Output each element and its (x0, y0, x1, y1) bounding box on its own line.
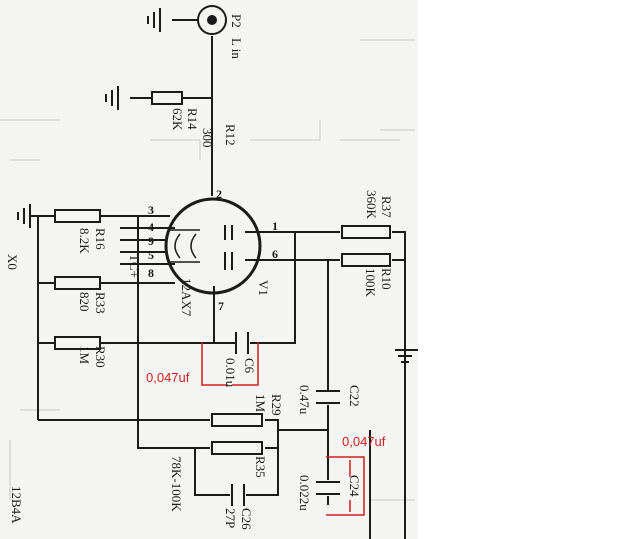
pin-label: 3 (148, 203, 154, 217)
r16-value: 8.2K (77, 228, 92, 254)
r37-ref: R37 (379, 196, 394, 218)
resistor-r33 (54, 276, 101, 290)
r10-value: 100K (363, 268, 378, 298)
c24-ref: C24 (347, 475, 362, 497)
labels: P2 L in R14 62K 300 R12 R16 8.2K R33 820… (5, 14, 394, 530)
c6-ref: C6 (242, 358, 257, 374)
r10-ref: R10 (379, 268, 394, 290)
scanned-paper (0, 0, 418, 539)
c22-ref: C22 (347, 385, 362, 407)
r29-ref: R29 (269, 394, 284, 416)
resistor-r16 (54, 209, 101, 223)
resistor-r37 (341, 225, 391, 239)
tube-v1 (164, 197, 262, 295)
c26-value: 27P (223, 508, 238, 528)
r12-ref: R12 (223, 124, 238, 146)
pin-numbers: 2 3 4 9 5 8 1 6 7 (148, 187, 278, 313)
r35-ref: R35 (253, 456, 268, 478)
r29-value: 1M (253, 394, 268, 413)
ground-icon (17, 204, 38, 228)
r12-value: 300 (200, 128, 215, 148)
resistor-r35 (211, 441, 263, 455)
r35-value: 78K-100K (169, 456, 184, 512)
red-markup (201, 342, 365, 516)
resistor-r29 (211, 413, 263, 427)
resistor-r14 (151, 91, 183, 105)
v1-ref: V1 (256, 280, 271, 296)
pin-label: 1 (272, 219, 278, 233)
r30-ref: R30 (93, 346, 108, 368)
margin-label: 12B4A (9, 486, 24, 524)
ground-symbols (17, 8, 415, 363)
v1-type: 12AX7 (179, 278, 194, 317)
margin-mark: X0 (5, 254, 20, 270)
p2-ref: P2 (229, 14, 244, 28)
tc-label: TC+ (127, 254, 142, 278)
c24-note: 0,047uf (342, 434, 386, 449)
ground-icon (147, 8, 198, 32)
c24-value: 0.022u (297, 475, 312, 511)
pin-label: 4 (148, 220, 154, 234)
r14-ref: R14 (185, 108, 200, 130)
pin-label: 8 (148, 266, 154, 280)
r33-value: 820 (77, 292, 92, 312)
c26-ref: C26 (239, 508, 254, 530)
capacitor-c22 (316, 390, 340, 404)
c6-value: 0.01u (223, 358, 238, 388)
capacitor-c6 (235, 332, 249, 354)
c6-note: 0,047uf (146, 370, 190, 385)
capacitor-c24 (316, 481, 340, 495)
pin-label: 2 (216, 187, 222, 201)
capacitor-c26 (231, 484, 245, 506)
c22-value: 0.47u (297, 385, 312, 415)
input-jack-p2 (197, 5, 227, 35)
r37-value: 360K (364, 190, 379, 220)
resistor-symbols (54, 91, 391, 455)
pin-label: 5 (148, 248, 154, 262)
r33-ref: R33 (93, 292, 108, 314)
r14-value: 62K (170, 108, 185, 131)
pin-label: 9 (148, 234, 154, 248)
r30-value: 1M (77, 346, 92, 365)
resistor-r30 (54, 336, 101, 350)
ground-icon (105, 86, 152, 110)
resistor-r10 (341, 253, 391, 267)
capacitor-symbols (231, 332, 340, 506)
ground-icon (395, 349, 415, 363)
p2-label: L in (229, 38, 244, 59)
pin-label: 7 (218, 299, 224, 313)
r16-ref: R16 (93, 228, 108, 250)
background-traces (0, 39, 415, 501)
annotations: 0,047uf 0,047uf (146, 370, 386, 449)
pin-label: 6 (272, 247, 278, 261)
